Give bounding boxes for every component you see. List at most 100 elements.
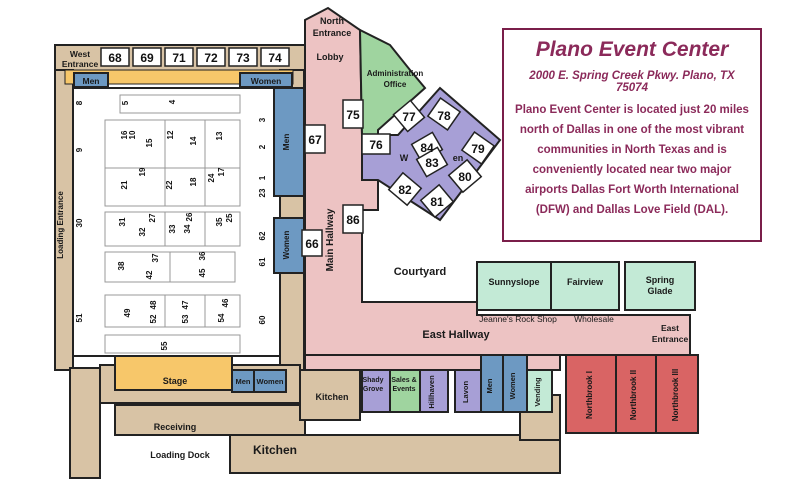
booth-grid bbox=[104, 94, 241, 354]
blue-restrooms bbox=[73, 72, 528, 413]
men-side-label: Men bbox=[281, 134, 291, 151]
booth-18: 18 bbox=[189, 177, 198, 186]
booth-box-73 bbox=[228, 47, 258, 67]
booth-30: 30 bbox=[75, 218, 84, 227]
east-hallway-label: East Hallway bbox=[422, 329, 490, 341]
men-lower-label: Men bbox=[485, 378, 494, 393]
booth-16: 16 bbox=[120, 130, 129, 139]
admin-label-1: Administration bbox=[367, 69, 424, 78]
hillhaven-label: Hillhaven bbox=[427, 375, 436, 409]
men-top-label: Men bbox=[83, 76, 100, 86]
booth-14: 14 bbox=[189, 136, 198, 145]
women-top-room bbox=[239, 72, 293, 88]
booth-block-m bbox=[164, 294, 206, 328]
booth-10: 10 bbox=[128, 130, 137, 139]
women-side-label: Women bbox=[282, 231, 291, 260]
booth-box-71 bbox=[164, 47, 194, 67]
east-rooms bbox=[476, 261, 696, 311]
booth-box-82 bbox=[387, 171, 423, 207]
loading-dock-label: Loading Dock bbox=[150, 450, 210, 460]
sales-events-label-1: Sales & bbox=[391, 377, 416, 384]
spring-glade-label-2: Glade bbox=[647, 286, 672, 296]
receiving-left-wall bbox=[69, 367, 101, 479]
booth-block-d bbox=[104, 167, 166, 207]
booth-numbers: 68 69 71 72 73 74 8 5 4 3 2 1 9 16 10 15… bbox=[75, 51, 485, 350]
booth-78: 78 bbox=[437, 109, 451, 123]
sunnyslope-room bbox=[476, 261, 552, 311]
booth-47: 47 bbox=[181, 300, 190, 309]
northbrook-2-label: Northbrook II bbox=[629, 370, 638, 420]
booth-32: 32 bbox=[138, 227, 147, 236]
kitchen-label: Kitchen bbox=[253, 443, 297, 457]
courtyard-label: Courtyard bbox=[394, 266, 447, 278]
booth-box-78 bbox=[426, 97, 462, 131]
booth-box-69 bbox=[132, 47, 162, 67]
booth-block-c bbox=[204, 119, 241, 169]
booth-82: 82 bbox=[398, 183, 412, 197]
booth-69: 69 bbox=[140, 51, 154, 65]
booth-block-i bbox=[204, 211, 241, 247]
booth-box-79 bbox=[460, 131, 496, 165]
wholesale-label: Wholesale bbox=[574, 314, 614, 324]
booth-83: 83 bbox=[425, 156, 439, 170]
small-kitchen bbox=[299, 369, 361, 421]
booth-block-e bbox=[164, 167, 206, 207]
booth-box-66 bbox=[301, 229, 323, 257]
booth-box-80 bbox=[447, 158, 483, 194]
wrench-label-2: en bbox=[453, 153, 464, 163]
west-entrance-label-2: Entrance bbox=[62, 59, 99, 69]
receiving-room bbox=[114, 404, 306, 436]
booth-1: 1 bbox=[258, 175, 267, 180]
booth-34: 34 bbox=[183, 224, 192, 233]
booth-4: 4 bbox=[168, 99, 177, 104]
booth-box-77 bbox=[392, 99, 426, 133]
lobby-label: Lobby bbox=[317, 52, 344, 62]
fairview-label: Fairview bbox=[567, 277, 604, 287]
booth-51: 51 bbox=[75, 313, 84, 322]
booth-22: 22 bbox=[165, 180, 174, 189]
main-hallway-label: Main Hallway bbox=[325, 208, 336, 271]
booth-61: 61 bbox=[258, 257, 267, 266]
women-side-room bbox=[273, 217, 305, 274]
lavon-room bbox=[454, 369, 482, 413]
booth-24: 24 bbox=[207, 173, 216, 182]
receiving-label: Receiving bbox=[154, 422, 197, 432]
booth-81: 81 bbox=[430, 195, 444, 209]
spring-glade-label-1: Spring bbox=[646, 275, 675, 285]
kitchen-small-label: Kitchen bbox=[315, 392, 348, 402]
booth-box-86 bbox=[342, 204, 364, 234]
sunnyslope-label: Sunnyslope bbox=[488, 277, 539, 287]
vending-label: Vending bbox=[533, 377, 542, 407]
east-entrance-label-2: Entrance bbox=[652, 334, 689, 344]
booth-53: 53 bbox=[181, 314, 190, 323]
men-side-room bbox=[273, 87, 305, 197]
vending-room bbox=[526, 369, 553, 413]
booth-54: 54 bbox=[217, 313, 226, 322]
women-top-label: Women bbox=[251, 76, 282, 86]
booth-box-75 bbox=[342, 99, 364, 129]
east-entrance-label-1: East bbox=[661, 323, 679, 333]
booth-38: 38 bbox=[117, 261, 126, 270]
lower-rooms bbox=[361, 369, 553, 413]
booth-31: 31 bbox=[118, 217, 127, 226]
booth-80: 80 bbox=[458, 170, 472, 184]
booth-45: 45 bbox=[198, 268, 207, 277]
booth-33: 33 bbox=[168, 224, 177, 233]
booth-35: 35 bbox=[215, 217, 224, 226]
booth-3: 3 bbox=[258, 117, 267, 122]
map-labels: North Entrance Lobby West Entrance Admin… bbox=[56, 16, 688, 460]
booth-49: 49 bbox=[123, 308, 132, 317]
stage-area bbox=[114, 355, 233, 391]
booth-21: 21 bbox=[120, 180, 129, 189]
shady-grove-label-1: Shady bbox=[362, 377, 383, 384]
booth-block-l bbox=[104, 294, 166, 328]
booth-2: 2 bbox=[258, 144, 267, 149]
booth-60: 60 bbox=[258, 315, 267, 324]
wrench-label-1: W bbox=[400, 153, 409, 163]
booth-box-68 bbox=[100, 47, 130, 67]
booth-block-a bbox=[104, 119, 166, 169]
northbrook-2-room bbox=[615, 354, 657, 434]
info-address: 2000 E. Spring Creek Pkwy. Plano, TX 750… bbox=[529, 70, 735, 94]
booth-52: 52 bbox=[149, 314, 158, 323]
